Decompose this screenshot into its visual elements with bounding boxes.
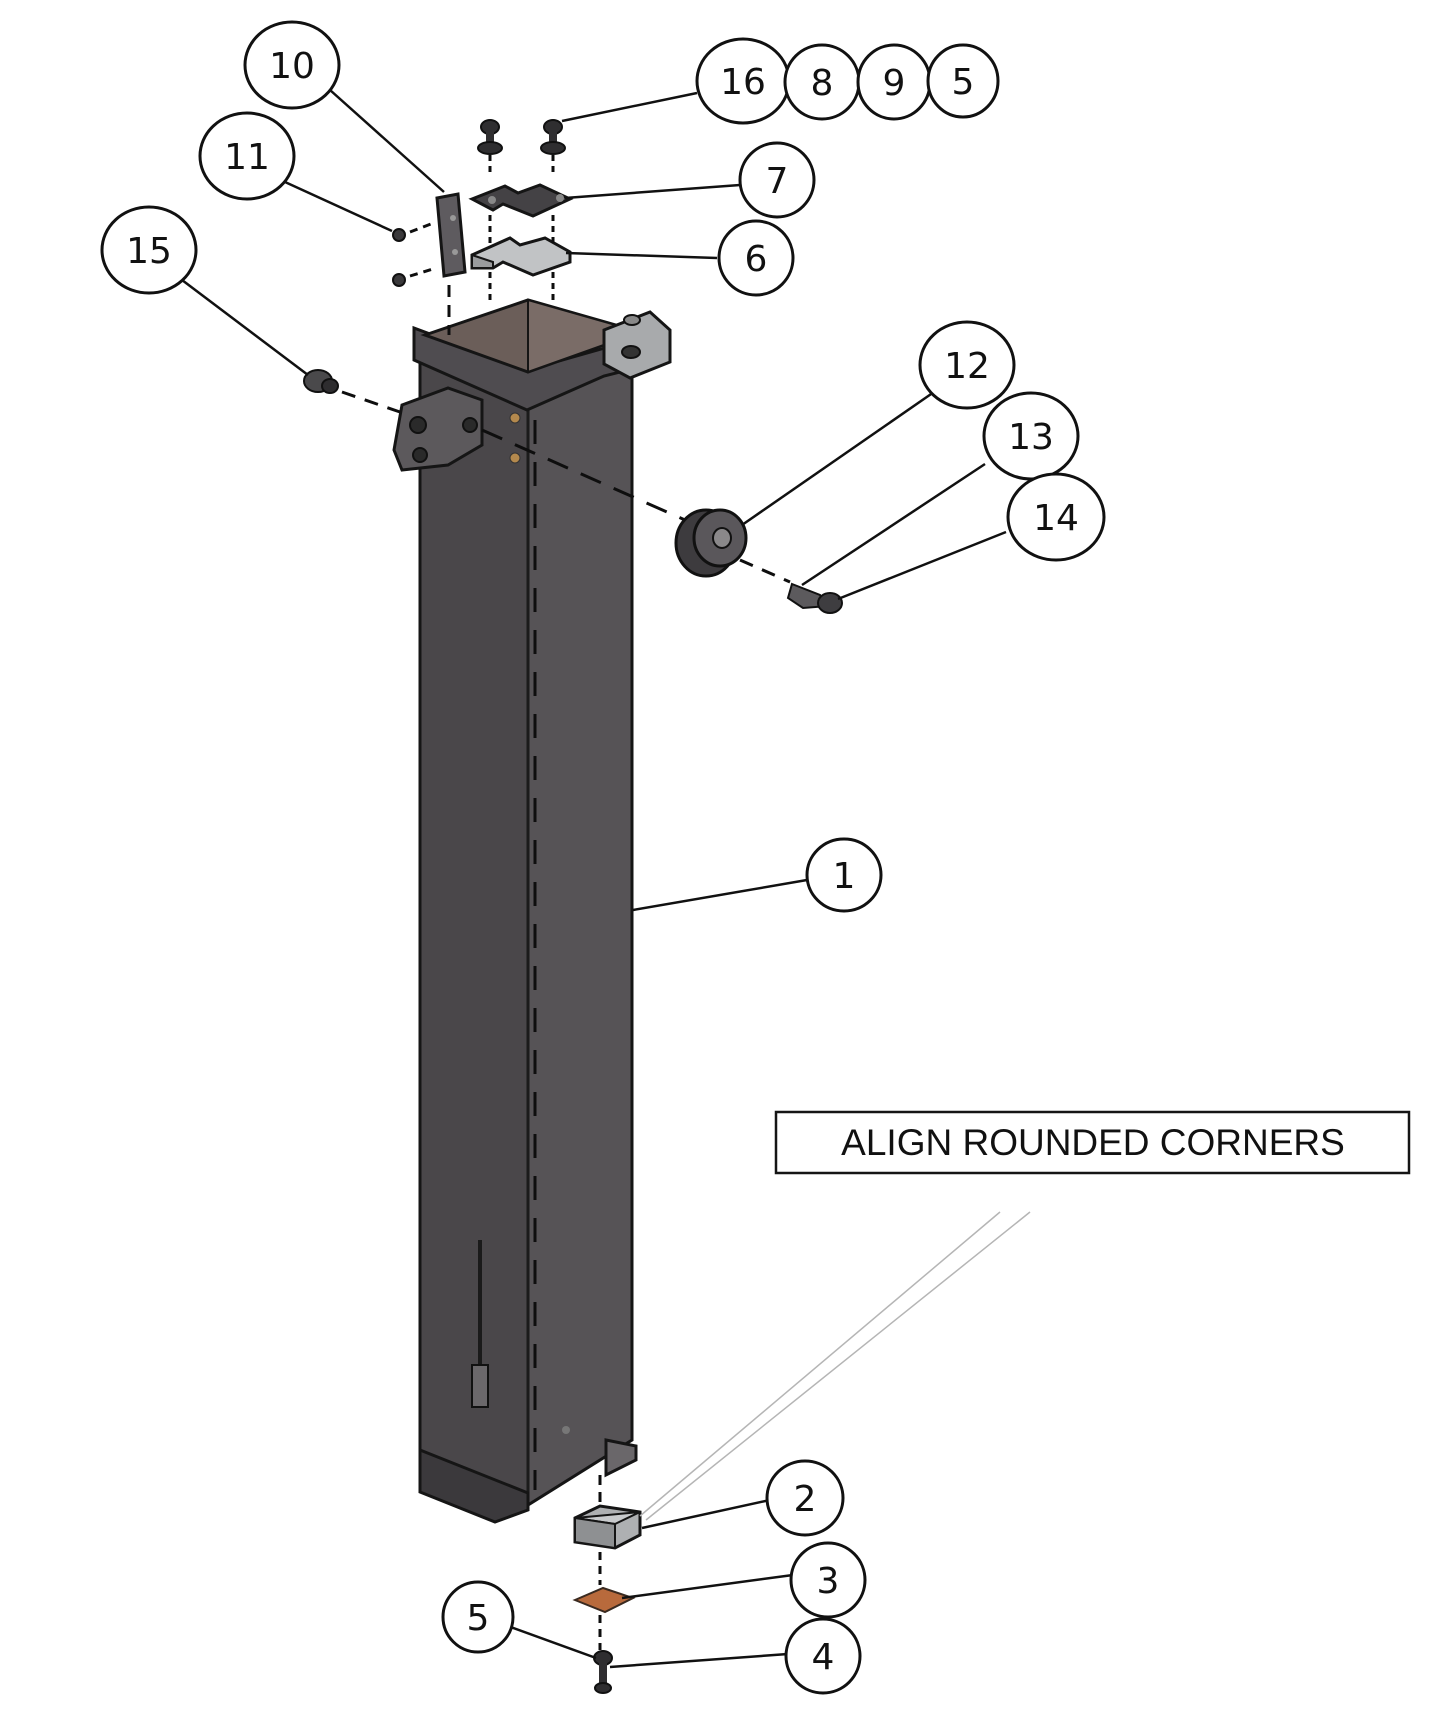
note-box [774,1110,1411,1175]
svg-text:5: 5 [467,1598,490,1639]
callout-5-top: 5 [926,43,1000,119]
part-6-plate [470,236,572,277]
callout-10: 10 [243,20,341,110]
callout-14: 14 [1006,472,1106,562]
svg-text:8: 8 [811,63,834,104]
bottom-hardware [572,1475,642,1694]
svg-text:1: 1 [833,856,856,897]
callout-6: 6 [717,219,795,297]
part-12-wheel [674,508,748,578]
leader-lines [181,89,1007,1669]
post-bottom-foot [418,1447,530,1524]
part-3-copper-plate [572,1586,636,1614]
svg-text:9: 9 [883,63,906,104]
svg-text:12: 12 [944,346,990,387]
svg-text:14: 14 [1033,498,1079,539]
svg-text:10: 10 [269,46,315,87]
callout-7: 7 [738,141,816,219]
callout-3: 3 [789,1541,867,1619]
part-10-bar [435,192,467,278]
part-11-screw [392,228,406,242]
callout-1: 1 [805,837,883,913]
svg-text:15: 15 [126,231,172,272]
align-note: ALIGN ROUNDED CORNERS [639,1110,1411,1521]
callout-11: 11 [198,111,296,201]
callout-9: 9 [856,43,932,121]
callout-15: 15 [100,205,198,295]
post-top-tab [602,310,672,380]
svg-text:3: 3 [817,1561,840,1602]
top-hardware [303,119,843,614]
svg-text:2: 2 [794,1479,817,1520]
post-left-face [418,359,530,1508]
post-assembly [392,298,672,1524]
svg-text:4: 4 [812,1637,835,1678]
part-16-bolt-right [540,119,566,172]
callout-4: 4 [784,1617,862,1695]
callout-2: 2 [765,1459,845,1537]
part-16-bolt-left [477,119,503,172]
svg-text:6: 6 [745,239,768,280]
part-15-knob [303,369,339,394]
svg-text:7: 7 [766,161,789,202]
part-13-pin [786,582,843,614]
callouts: 10 11 15 16 8 9 5 7 [100,20,1106,1695]
post-right-face [526,347,634,1508]
callout-8: 8 [783,43,861,121]
callout-12: 12 [918,320,1016,410]
part-7-plate [468,183,574,218]
callout-13: 13 [982,391,1080,481]
svg-text:5: 5 [952,62,975,103]
callout-5-bottom: 5 [441,1580,515,1654]
part-4-bolt [593,1650,613,1694]
callout-16: 16 [695,37,791,125]
svg-text:13: 13 [1008,417,1054,458]
svg-text:11: 11 [224,137,270,178]
svg-text:16: 16 [720,62,766,103]
note-text: ALIGN ROUNDED CORNERS [841,1122,1345,1163]
part-2-block [573,1504,642,1550]
